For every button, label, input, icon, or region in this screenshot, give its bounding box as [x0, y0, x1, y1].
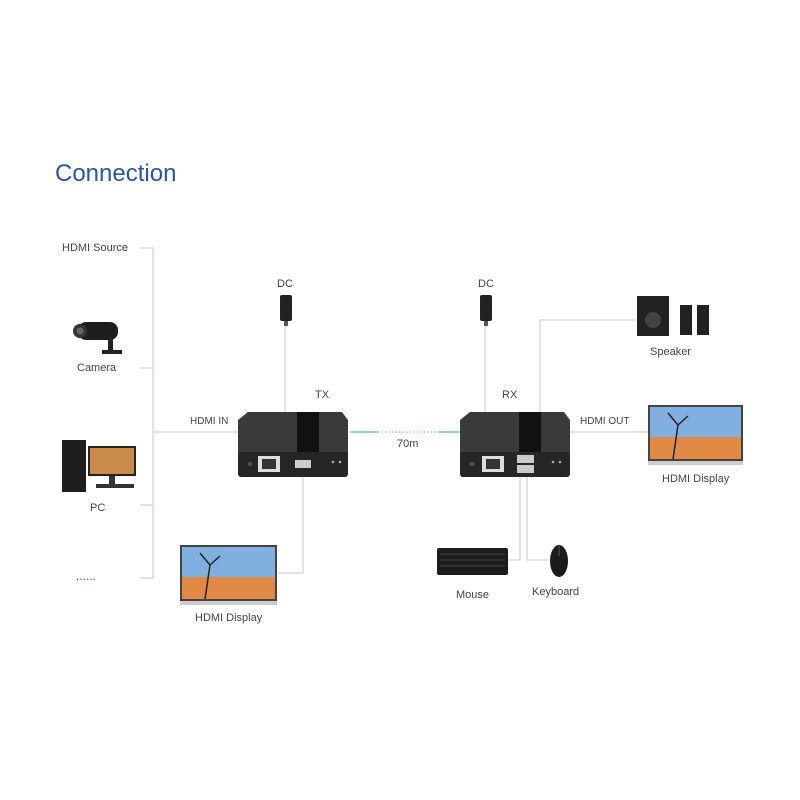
page-title: Connection: [55, 160, 177, 187]
connector-lines: [140, 247, 648, 579]
keyboard-label: Keyboard: [532, 586, 580, 598]
hdmi-out-label: HDMI OUT: [580, 416, 630, 427]
pc-icon: [62, 440, 136, 492]
rx-device-icon: [460, 412, 570, 477]
hdmi-in-label: HDMI IN: [190, 416, 229, 427]
distance-label: 70m: [397, 438, 419, 450]
tx-local-display-line: [278, 477, 304, 574]
hdmi-source-label: HDMI Source: [62, 242, 129, 254]
rx-dc-label: DC: [478, 278, 494, 290]
mouse-line: [526, 477, 548, 561]
mouse-label: Mouse: [456, 589, 490, 601]
tx-dc-label: DC: [277, 278, 293, 290]
more-sources-dots: ......: [76, 569, 96, 583]
source-bracket: [140, 247, 154, 579]
keyboard-icon: [437, 548, 508, 575]
rx-label: RX: [502, 389, 518, 401]
camera-label: Camera: [77, 362, 117, 374]
speaker-label: Speaker: [650, 346, 691, 358]
tx-label: TX: [315, 389, 330, 401]
hdmi-display-left-icon: [180, 545, 277, 605]
dc-plug-tx-icon: [280, 295, 292, 326]
tx-device-icon: [238, 412, 348, 477]
speaker-line: [539, 319, 636, 412]
keyboard-line: [508, 477, 521, 561]
mouse-icon: [550, 545, 568, 577]
speaker-icon: [637, 296, 709, 336]
dc-plug-rx-icon: [480, 295, 492, 326]
hdmi-display-right-icon: [648, 405, 743, 465]
camera-icon: [73, 322, 122, 354]
hdmi-display-right-label: HDMI Display: [662, 473, 730, 485]
pc-label: PC: [90, 502, 106, 514]
hdmi-display-left-label: HDMI Display: [195, 612, 263, 624]
